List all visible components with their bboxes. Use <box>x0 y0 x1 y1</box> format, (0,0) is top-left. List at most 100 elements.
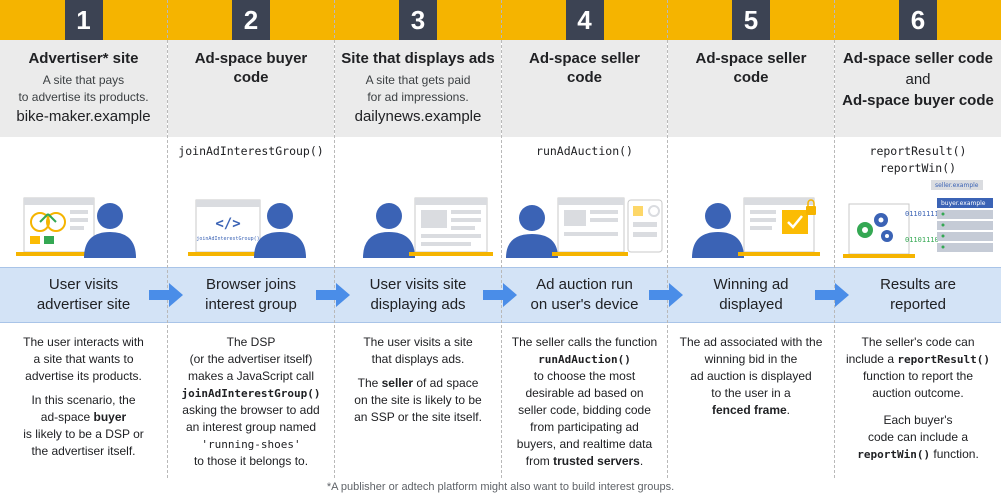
column-4-step-line-2: on user's device <box>530 296 639 313</box>
publisher-site-illustration <box>335 178 501 264</box>
column-3-step: User visits site displaying ads <box>335 267 501 323</box>
column-4-body-text: from participating ad <box>530 420 639 434</box>
column-3-body-text: The user visits a site <box>363 335 473 349</box>
column-6-step-line-2: reported <box>890 296 946 313</box>
column-6-code: reportResult() reportWin() <box>835 143 1001 177</box>
column-4-step-line-1: Ad auction run <box>536 276 633 293</box>
code-window-icon: </> joinAdInterestGroup() <box>195 199 261 253</box>
column-6-body-text: function. <box>930 447 979 461</box>
column-4-body-text: seller code, bidding code <box>518 403 651 417</box>
column-6-title-line-2: and <box>905 71 931 88</box>
column-3-body-text: that displays ads. <box>371 352 465 366</box>
column-1-description-line-2: to advertise its products. <box>18 90 149 104</box>
arrow-right-icon <box>649 283 683 307</box>
column-6-code-line-1: reportResult() <box>869 144 967 158</box>
seller-term: seller <box>381 376 413 390</box>
footnote: *A publisher or adtech platform might al… <box>326 481 675 493</box>
column-2-body-text: an interest group named <box>185 420 317 434</box>
column-1-body: The user interacts with a site that want… <box>6 334 161 467</box>
column-1-body-text: a site that wants to <box>33 352 134 366</box>
column-4-title-line-2: code <box>566 69 602 86</box>
column-2-body-text: (or the advertiser itself) <box>189 352 313 366</box>
column-3-description-line-2: for ad impressions. <box>367 90 469 104</box>
join-function-name: joinAdInterestGroup() <box>181 387 321 400</box>
column-1-site-url: bike-maker.example <box>16 108 151 125</box>
auction-function-name: runAdAuction() <box>538 353 631 366</box>
column-4-body-text: desirable ad based on <box>525 386 644 400</box>
seller-server-label: seller.example <box>935 182 979 189</box>
column-1-step-line-2: advertiser site <box>36 296 131 313</box>
column-2-title-line-1: Ad-space buyer <box>194 50 308 67</box>
report-win-function-name: reportWin() <box>857 448 931 461</box>
column-6-step-line-1: Results are <box>880 276 956 293</box>
column-5: 5 Ad-space seller code <box>667 0 834 478</box>
column-6: 6 Ad-space seller code and Ad-space buye… <box>834 0 1001 478</box>
column-4-title: Ad-space seller code <box>502 49 667 87</box>
advertiser-site-illustration <box>0 178 167 264</box>
column-1-description: A site that pays to advertise its produc… <box>0 72 167 106</box>
column-3-step-line-2: displaying ads <box>370 296 466 313</box>
column-5-step-line-2: displayed <box>719 296 783 313</box>
user-person-icon <box>363 203 415 258</box>
column-6-body-text: include a <box>845 352 898 366</box>
code-symbol-icon: </> <box>215 216 240 232</box>
column-2-code: joinAdInterestGroup() <box>178 144 324 158</box>
column-2-body: The DSP (or the advertiser itself) makes… <box>174 334 328 470</box>
column-4-step: Ad auction run on user's device <box>502 267 667 323</box>
column-5-body-text: . <box>786 403 791 417</box>
step-number-5: 5 <box>732 0 770 40</box>
column-3-body: The user visits a site that displays ads… <box>341 334 495 433</box>
column-1-body-text: advertise its products. <box>25 369 142 383</box>
reporting-illustration: 01101111 01101110 seller.example buyer.e… <box>835 178 1001 264</box>
column-4-body-text: . <box>639 454 644 468</box>
column-2-title-line-2: code <box>233 69 269 86</box>
column-2-header: Ad-space buyer code <box>168 40 334 137</box>
winning-ad-illustration <box>668 178 834 264</box>
column-2-body-text: asking the browser to add <box>182 403 320 417</box>
column-3-title: Site that displays ads <box>341 50 495 67</box>
interest-group-name: 'running-shoes' <box>201 438 301 451</box>
step-number-4: 4 <box>565 0 604 40</box>
column-3-step-line-1: User visits site <box>369 276 467 293</box>
arrow-right-icon <box>483 283 517 307</box>
column-6-title: Ad-space seller code and Ad-space buyer … <box>835 48 1001 111</box>
column-1-description-line-1: A site that pays <box>42 73 125 87</box>
column-5-body-text: The ad associated with the <box>679 335 823 349</box>
column-1-body-text: is likely to be a DSP or <box>23 427 144 441</box>
column-3-description-line-1: A site that gets paid <box>365 73 471 87</box>
column-4-body-text: from <box>525 454 554 468</box>
column-1-body-text: The user interacts with <box>23 335 144 349</box>
buyer-term: buyer <box>93 410 127 424</box>
column-1-header: Advertiser* site A site that pays to adv… <box>0 40 167 137</box>
trusted-servers-term: trusted servers <box>553 454 640 468</box>
column-6-body-text: function to report the <box>862 369 974 383</box>
column-5-body: The ad associated with the winning bid i… <box>674 334 828 419</box>
user-person-icon <box>84 203 136 258</box>
column-4: 4 Ad-space seller code runAdAuction() <box>501 0 667 478</box>
column-6-body-text: code can include a <box>867 430 969 444</box>
binary-data-icon: 01101111 <box>905 210 939 218</box>
column-4-code: runAdAuction() <box>536 144 633 158</box>
column-3: 3 Site that displays ads A site that get… <box>334 0 501 478</box>
column-2-body-text: to those it belongs to. <box>193 454 309 468</box>
column-2: 2 Ad-space buyer code joinAdInterestGrou… <box>167 0 334 478</box>
column-4-body-text: buyers, and realtime data <box>516 437 653 451</box>
user-person-icon <box>254 203 306 258</box>
column-4-body-text: to choose the most <box>533 369 636 383</box>
column-3-body-text: an SSP or the site itself. <box>354 410 482 424</box>
column-1: 1 Advertiser* site A site that pays to a… <box>0 0 167 478</box>
column-6-code-line-2: reportWin() <box>879 161 957 175</box>
arrow-right-icon <box>316 283 350 307</box>
column-3-description: A site that gets paid for ad impressions… <box>335 72 501 106</box>
column-1-body-text: ad-space <box>40 410 94 424</box>
step-number-1: 1 <box>64 0 103 40</box>
news-site-window-icon <box>743 197 815 253</box>
column-2-step: Browser joins interest group <box>168 267 334 323</box>
arrow-right-icon <box>149 283 183 307</box>
ad-slots-icon <box>627 199 663 253</box>
buyer-code-illustration: </> joinAdInterestGroup() <box>168 178 334 264</box>
column-5-step-line-1: Winning ad <box>713 276 789 293</box>
fenced-frame-term: fenced frame <box>711 403 787 417</box>
column-5-title-line-2: code <box>733 69 769 86</box>
step-number-3: 3 <box>399 0 437 40</box>
